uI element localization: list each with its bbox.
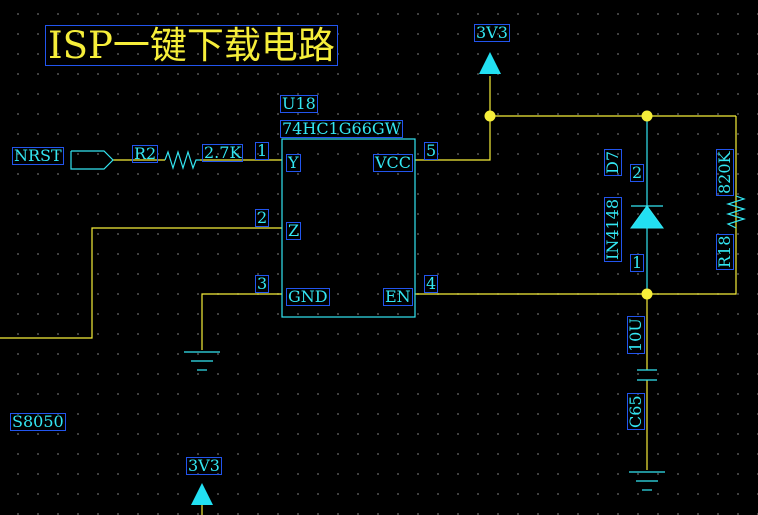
power-label-bottom: 3V3 xyxy=(186,456,222,475)
r18-value: 820K xyxy=(715,149,734,196)
diode-triangle xyxy=(630,205,664,229)
ic-pin-2-number: 2 xyxy=(255,208,270,227)
diode-pin-2: 2 xyxy=(630,163,645,182)
cap-ref: C65 xyxy=(626,393,645,430)
ic-pin-y-name: Y xyxy=(286,153,301,172)
junction-3v3 xyxy=(484,110,496,122)
power-arrow-top xyxy=(479,52,501,74)
ic-pin-1-number: 1 xyxy=(255,141,270,160)
ic-part: 74HC1G66GW xyxy=(280,119,404,138)
ic-body xyxy=(281,138,416,318)
wire-r18-right xyxy=(415,116,737,295)
diode-part: IN4148 xyxy=(603,196,622,262)
diode-ref: D7 xyxy=(603,148,622,176)
r2-ref: R2 xyxy=(132,144,159,163)
ic-pin-z-name: Z xyxy=(286,221,302,240)
net-label-nrst: NRST xyxy=(12,146,64,165)
r2-value: 2.7K xyxy=(202,143,244,162)
net-label-s8050: S8050 xyxy=(10,412,66,431)
junctions xyxy=(484,110,653,300)
cap-value: 10U xyxy=(626,316,645,354)
power-arrow-bottom xyxy=(191,483,213,505)
power-label-top: 3V3 xyxy=(474,23,510,42)
resistor-r2 xyxy=(164,149,200,171)
nrst-port xyxy=(70,150,114,170)
r18-ref: R18 xyxy=(715,233,734,270)
ic-pin-gnd-name: GND xyxy=(286,287,330,306)
ic-pin-4-number: 4 xyxy=(424,274,439,293)
ic-pin-3-number: 3 xyxy=(255,274,270,293)
junction-en xyxy=(641,288,653,300)
ic-pin-vcc-name: VCC xyxy=(373,153,414,172)
schematic-title: ISP一键下载电路 xyxy=(45,25,338,66)
resistor-r18 xyxy=(725,195,747,229)
wires xyxy=(0,76,737,515)
wire-3v3-vcc xyxy=(415,76,491,161)
wire-gnd xyxy=(201,293,282,350)
ic-pin-en-name: EN xyxy=(383,287,413,306)
junction-diode-top xyxy=(641,110,653,122)
diode-pin-1: 1 xyxy=(630,253,645,272)
wire-z xyxy=(0,227,282,339)
ic-ref: U18 xyxy=(280,94,318,113)
ic-pin-5-number: 5 xyxy=(424,141,439,160)
